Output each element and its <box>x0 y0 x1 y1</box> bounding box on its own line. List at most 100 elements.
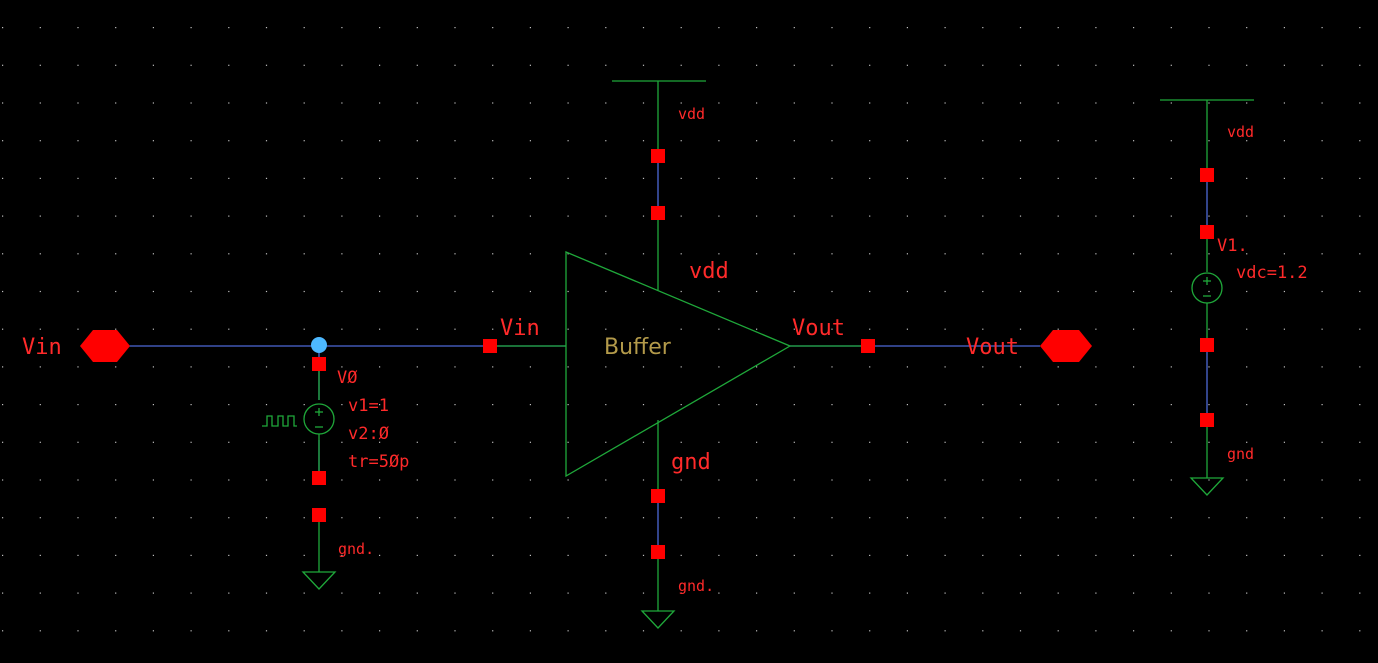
grid-dot <box>115 517 117 519</box>
pin-square[interactable] <box>1200 413 1214 427</box>
vin-pin[interactable] <box>80 330 130 362</box>
pin-square[interactable] <box>1200 168 1214 182</box>
grid-dot <box>303 328 305 330</box>
grid-dot <box>152 177 154 179</box>
pin-square[interactable] <box>651 206 665 220</box>
pin-square[interactable] <box>312 357 326 371</box>
gnd-triangle-v1[interactable] <box>1189 477 1225 496</box>
grid-dot <box>77 441 79 443</box>
pin-square[interactable] <box>483 339 497 353</box>
grid-dot <box>869 554 871 556</box>
v0-gnd-net-label: gnd. <box>338 540 374 558</box>
grid-dot <box>1095 517 1097 519</box>
grid-dot <box>265 366 268 368</box>
grid-dot <box>1095 64 1097 66</box>
grid-dot <box>1283 215 1285 217</box>
grid-dot <box>1321 215 1323 217</box>
grid-dot <box>265 554 268 556</box>
grid-dot <box>190 64 192 66</box>
pin-square[interactable] <box>1200 225 1214 239</box>
grid-dot <box>77 253 79 255</box>
grid-dot <box>2 215 4 217</box>
grid-dot <box>680 366 682 368</box>
grid-dot <box>869 64 871 66</box>
grid-dot <box>1359 517 1361 519</box>
grid-dot <box>680 592 682 594</box>
grid-dot <box>492 517 494 519</box>
grid-dot <box>1246 102 1248 104</box>
buffer-vdd-net-label: vdd <box>678 105 705 123</box>
grid-dot <box>944 592 946 594</box>
pin-square[interactable] <box>312 471 326 485</box>
gnd-triangle-v0[interactable] <box>301 571 337 590</box>
grid-dot <box>1208 404 1210 406</box>
grid-dot <box>680 177 682 179</box>
buffer-triangle[interactable] <box>565 251 792 478</box>
grid-dot <box>718 517 720 519</box>
grid-dot <box>379 328 381 330</box>
grid-dot <box>265 404 268 406</box>
grid-dot <box>718 592 720 594</box>
grid-dot <box>869 366 871 368</box>
grid-dot <box>190 592 192 594</box>
grid-dot <box>152 290 154 293</box>
grid-dot <box>680 554 682 556</box>
grid-dot <box>831 64 833 66</box>
grid-dot <box>1019 366 1022 368</box>
pin-square[interactable] <box>651 489 665 503</box>
grid-dot <box>605 64 607 66</box>
grid-dot <box>265 441 268 443</box>
pin-square[interactable] <box>1200 338 1214 352</box>
grid-dot <box>190 27 192 29</box>
grid-dot <box>492 366 494 368</box>
grid-dot <box>1359 404 1361 406</box>
grid-dot <box>869 404 871 406</box>
grid-dot <box>869 215 871 217</box>
pin-square[interactable] <box>861 339 875 353</box>
grid-dot <box>265 64 268 66</box>
grid-dot <box>1095 253 1097 255</box>
grid-dot <box>1246 366 1248 368</box>
grid-dot <box>1246 517 1248 519</box>
grid-dot <box>1057 27 1059 29</box>
pin-square[interactable] <box>312 508 326 522</box>
grid-dot <box>605 366 607 368</box>
grid-dot <box>906 630 908 632</box>
grid-dot <box>341 140 343 142</box>
grid-dot <box>115 290 117 293</box>
grid-dot <box>265 102 268 104</box>
grid-dot <box>1359 215 1361 217</box>
grid-dot <box>1208 441 1210 443</box>
grid-dot <box>152 27 154 29</box>
grid-dot <box>1246 27 1248 29</box>
grid-dot <box>303 215 305 217</box>
grid-dot <box>642 517 645 519</box>
grid-dot <box>190 177 192 179</box>
grid-dot <box>756 27 758 29</box>
grid-dot <box>492 404 494 406</box>
pin-square[interactable] <box>651 545 665 559</box>
grid-dot <box>416 290 418 293</box>
grid-dot <box>1170 517 1172 519</box>
vout-pin[interactable] <box>1040 330 1092 362</box>
grid-dot <box>1170 328 1172 330</box>
pin-square[interactable] <box>651 149 665 163</box>
grid-dot <box>265 630 268 632</box>
grid-dot <box>1208 554 1210 556</box>
grid-dot <box>152 404 154 406</box>
grid-dot <box>944 102 946 104</box>
grid-dot <box>454 630 456 632</box>
grid-dot <box>793 517 795 519</box>
grid-dot <box>1095 366 1097 368</box>
grid-dot <box>831 554 833 556</box>
grid-dot <box>1019 253 1022 255</box>
grid-dot <box>1321 290 1323 293</box>
grid-dot <box>944 253 946 255</box>
grid-dot <box>1057 441 1059 443</box>
gnd-triangle-buffer[interactable] <box>640 610 676 629</box>
grid-dot <box>1019 404 1022 406</box>
grid-dot <box>982 404 984 406</box>
grid-dot <box>642 441 645 443</box>
vin-pin-label: Vin <box>22 335 62 360</box>
junction-dot[interactable] <box>311 337 327 353</box>
